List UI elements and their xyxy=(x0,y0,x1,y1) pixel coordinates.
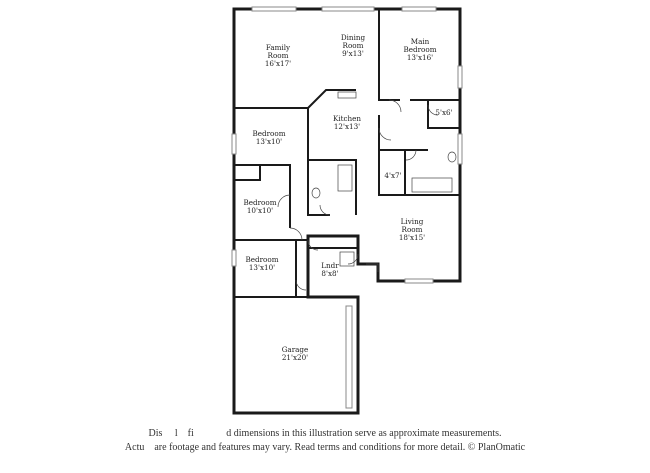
exterior-walls xyxy=(232,7,462,415)
dining-room-name: Dining xyxy=(341,33,366,42)
garage-name: Garage xyxy=(282,345,309,354)
bath-size: 4'x7' xyxy=(384,171,401,180)
door-swings xyxy=(277,99,439,291)
kitchen-name: Kitchen xyxy=(333,114,361,123)
windows xyxy=(231,6,463,409)
master-tub xyxy=(411,177,453,193)
bedroom-2-name: Bedroom xyxy=(243,198,276,207)
disclaimer-line-1: Dis l fi d dimensions in this illustrati… xyxy=(148,428,502,439)
toilet xyxy=(311,187,321,199)
family-room-name: Family xyxy=(266,43,291,52)
closet-size: 5'x6' xyxy=(435,108,452,117)
kitchen-size: 12'x13' xyxy=(334,122,360,131)
main-bedroom-name2: Bedroom xyxy=(403,45,436,54)
living-room-name: Living xyxy=(401,217,424,226)
dining-room-name2: Room xyxy=(343,41,364,50)
laundry-name: Lndr xyxy=(321,261,339,270)
washer xyxy=(339,251,355,267)
kitchen-counter xyxy=(337,91,357,99)
family-room-name2: Room xyxy=(268,51,289,60)
garage-size: 21'x20' xyxy=(282,353,308,362)
living-room-size: 18'x15' xyxy=(399,233,425,242)
master-toilet xyxy=(447,151,457,163)
bathtub xyxy=(337,164,353,192)
room-labels: Family Room 16'x17' Dining Room 9'x13' M… xyxy=(243,33,452,362)
bedroom-2-size: 10'x10' xyxy=(247,206,273,215)
bedroom-3-size: 13'x10' xyxy=(249,263,275,272)
fixtures xyxy=(311,91,457,267)
main-bedroom-name: Main xyxy=(411,37,430,46)
laundry-size: 8'x8' xyxy=(321,269,338,278)
dining-room-size: 9'x13' xyxy=(342,49,364,58)
main-bedroom-size: 13'x16' xyxy=(407,53,433,62)
family-room-size: 16'x17' xyxy=(265,59,291,68)
bedroom-1-name: Bedroom xyxy=(252,129,285,138)
bedroom-1-size: 13'x10' xyxy=(256,137,282,146)
living-room-name2: Room xyxy=(402,225,423,234)
interior-walls xyxy=(234,9,460,298)
bedroom-3-name: Bedroom xyxy=(245,255,278,264)
disclaimer-line-2: Actu are footage and features may vary. … xyxy=(124,442,526,453)
